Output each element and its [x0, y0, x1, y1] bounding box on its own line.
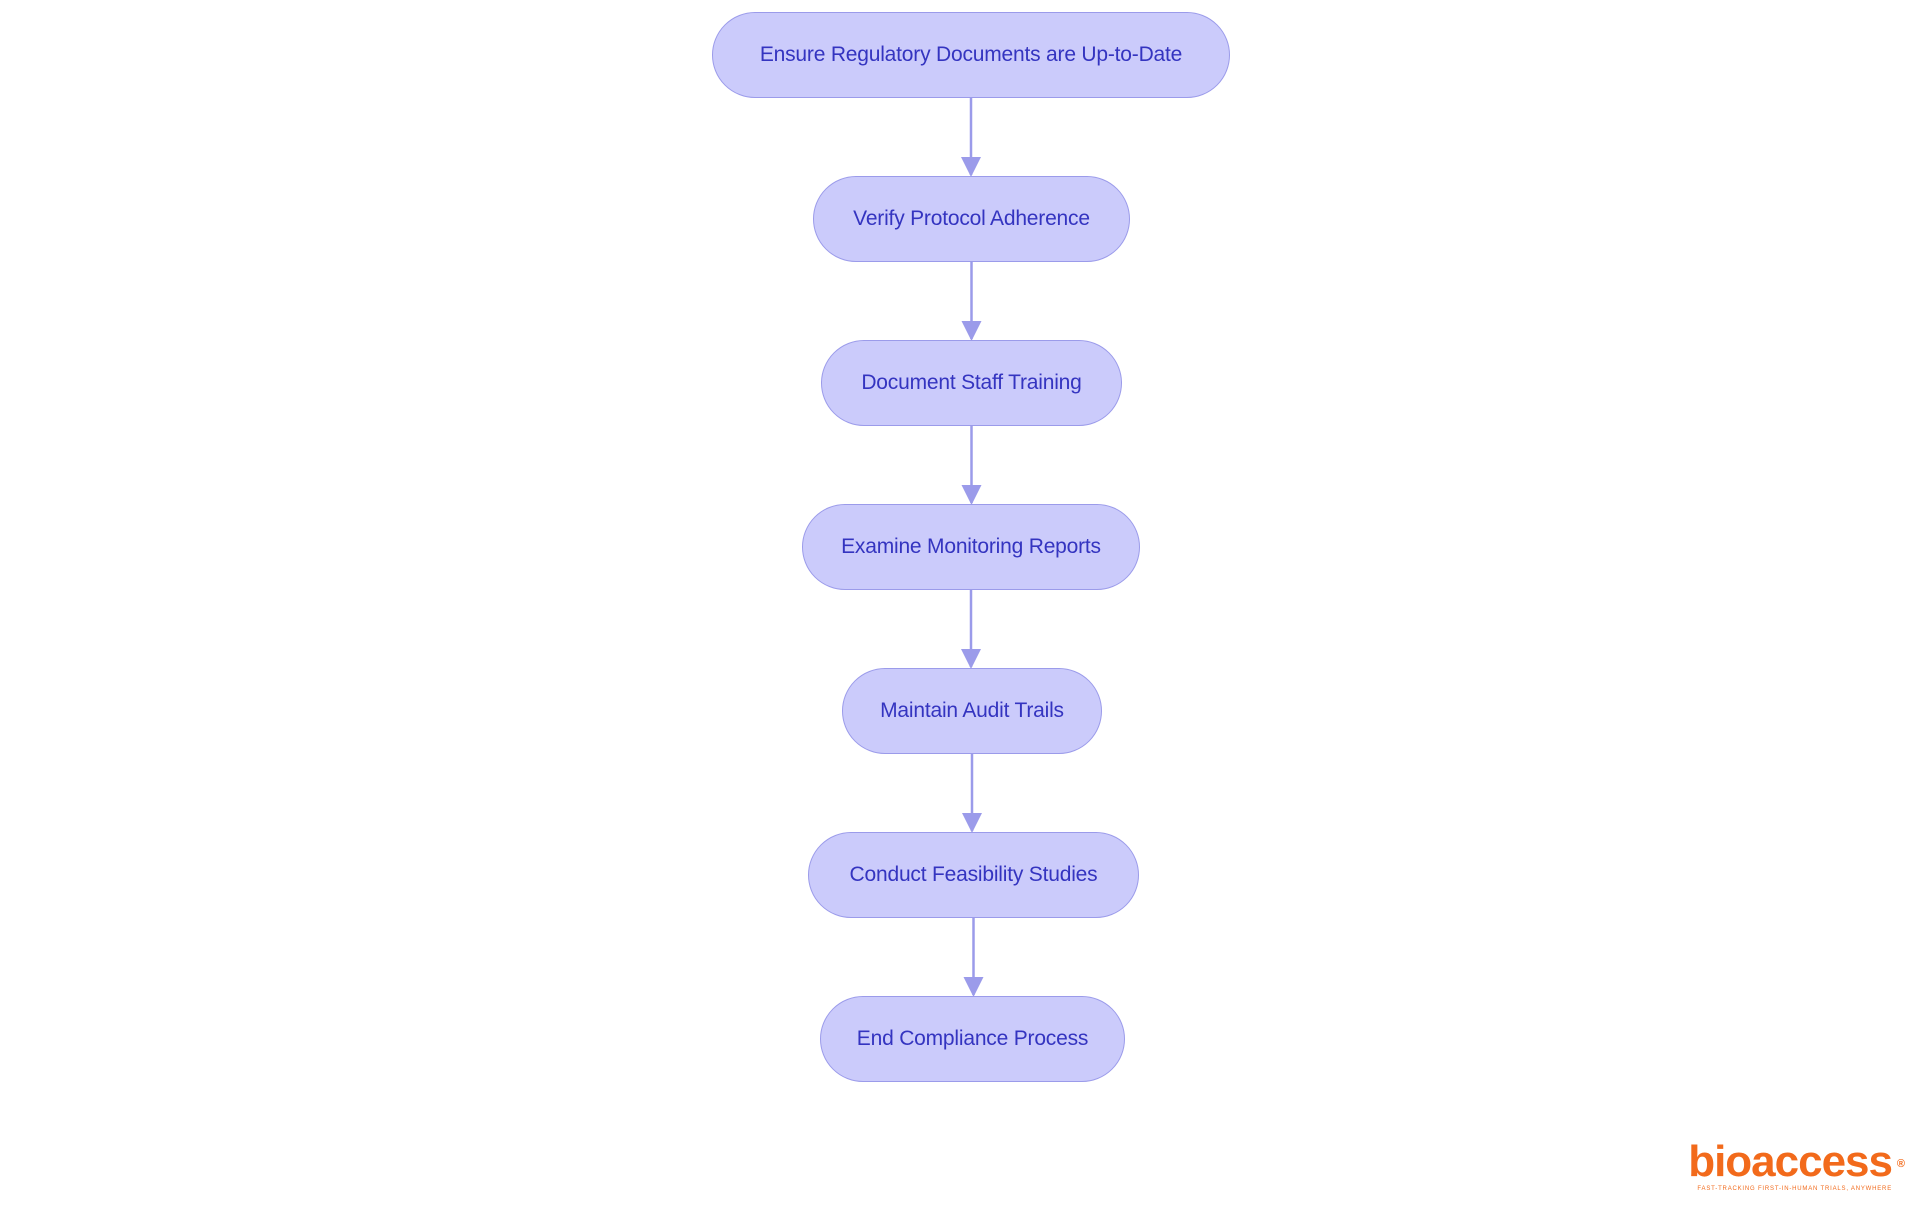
step-verify-protocol-adherence: Verify Protocol Adherence	[813, 176, 1130, 262]
step-label: Conduct Feasibility Studies	[849, 863, 1098, 886]
step-label: Examine Monitoring Reports	[841, 535, 1101, 558]
step-label: Ensure Regulatory Documents are Up-to-Da…	[759, 43, 1183, 66]
logo-tagline: FAST-TRACKING FIRST-IN-HUMAN TRIALS, ANY…	[1697, 1186, 1892, 1192]
step-label: End Compliance Process	[856, 1027, 1089, 1050]
step-label: Verify Protocol Adherence	[853, 207, 1090, 230]
step-end-compliance-process: End Compliance Process	[820, 996, 1125, 1082]
logo-wordmark: bioaccess ®	[1688, 1137, 1905, 1186]
registered-mark: ®	[1896, 1158, 1905, 1170]
bioaccess-logo: bioaccess ® FAST-TRACKING FIRST-IN-HUMAN…	[1662, 1137, 1905, 1193]
step-examine-monitoring-reports: Examine Monitoring Reports	[802, 504, 1140, 590]
step-ensure-regulatory-documents: Ensure Regulatory Documents are Up-to-Da…	[712, 12, 1230, 98]
step-maintain-audit-trails: Maintain Audit Trails	[842, 668, 1102, 754]
step-label: Maintain Audit Trails	[880, 699, 1064, 722]
step-document-staff-training: Document Staff Training	[821, 340, 1122, 426]
step-label: Document Staff Training	[861, 371, 1082, 394]
step-conduct-feasibility-studies: Conduct Feasibility Studies	[808, 832, 1139, 918]
